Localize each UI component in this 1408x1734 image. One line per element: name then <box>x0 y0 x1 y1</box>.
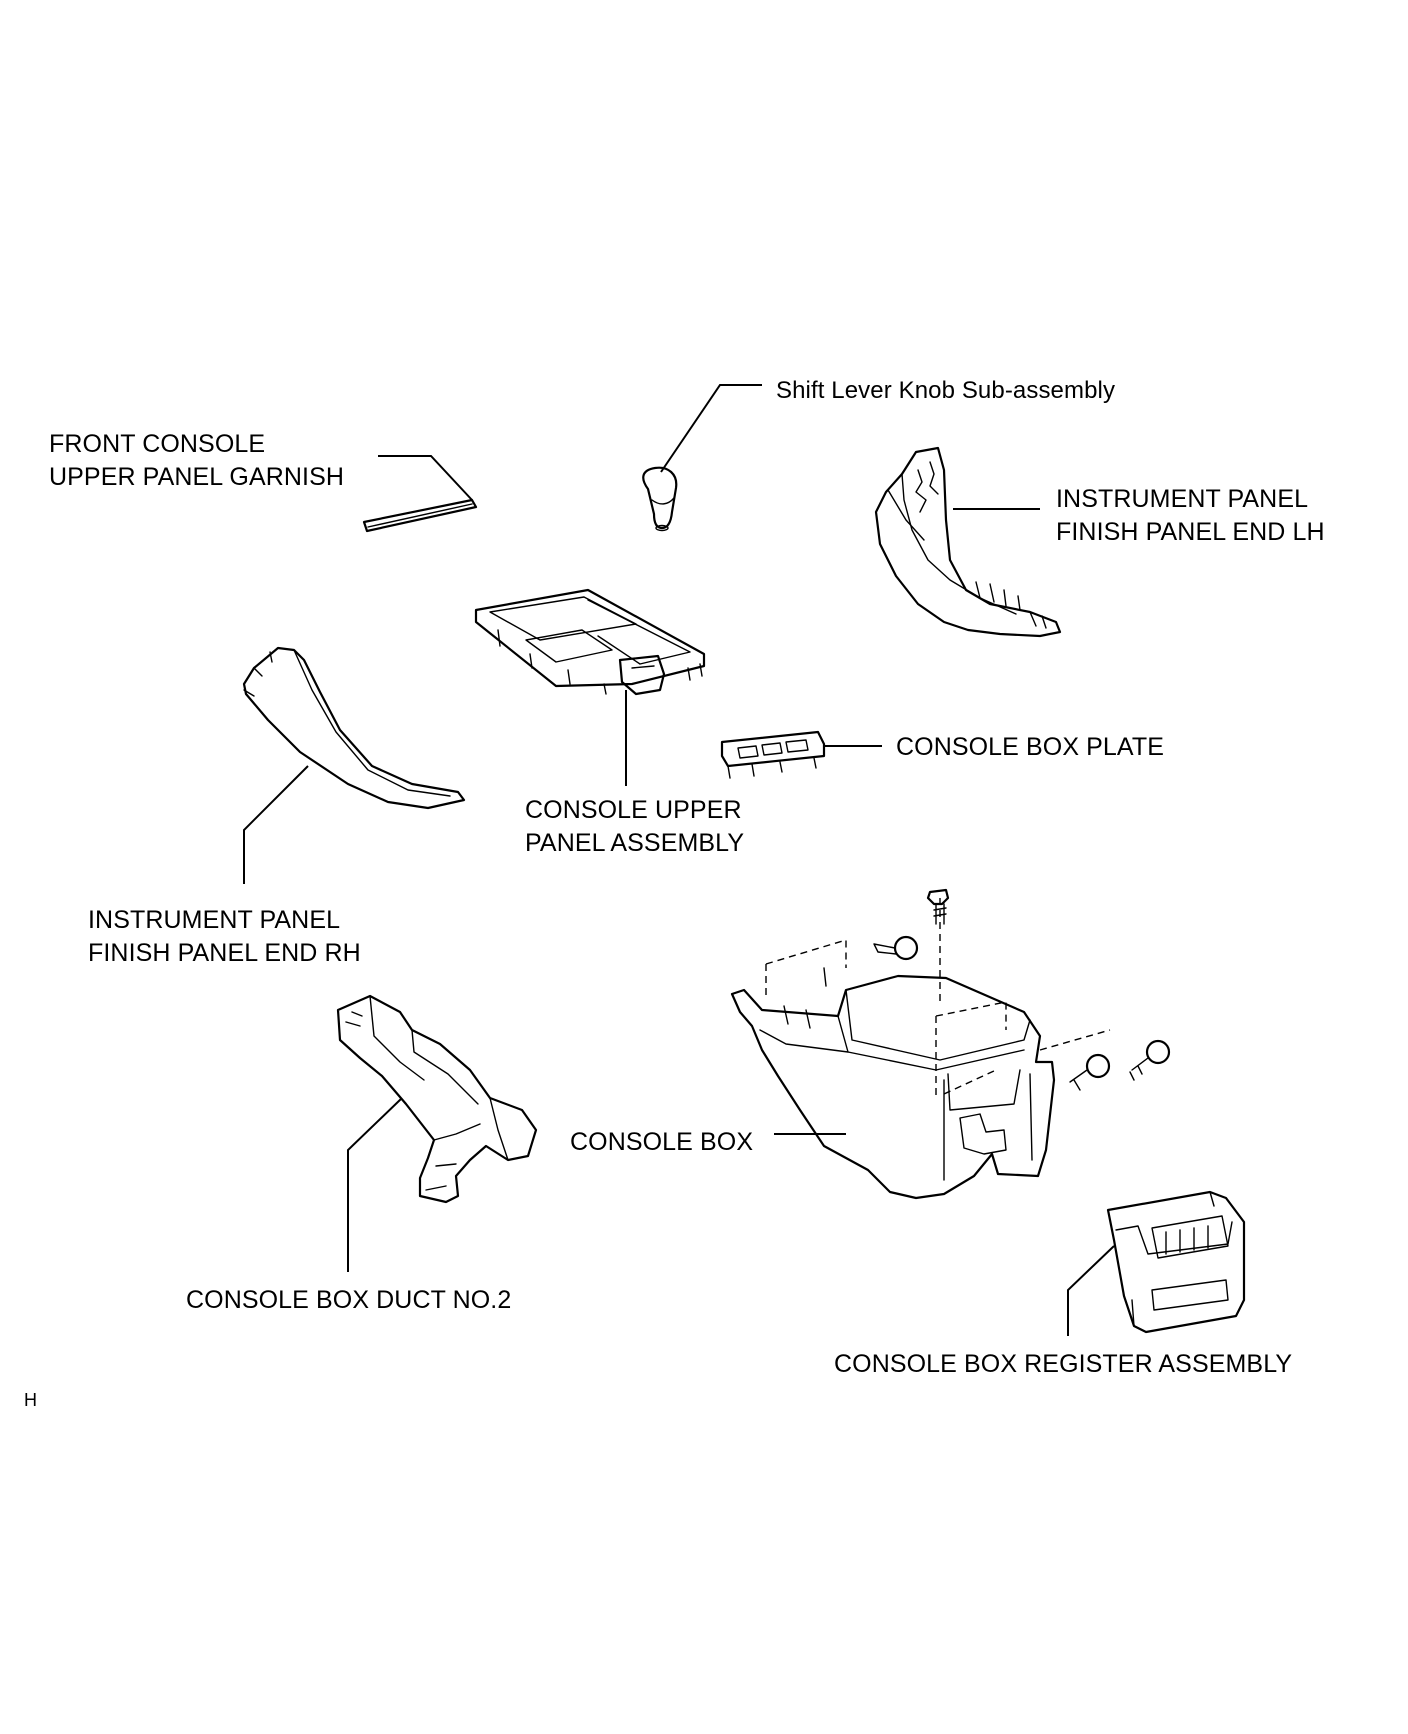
label-front-console-garnish-line1: FRONT CONSOLE <box>49 430 266 458</box>
label-console-box-plate: CONSOLE BOX PLATE <box>896 733 1164 761</box>
console-box-duct-drawing <box>336 994 538 1204</box>
label-shift-lever-knob: Shift Lever Knob Sub-assembly <box>776 377 1116 404</box>
bolt-top-drawing <box>926 888 950 925</box>
leader-shift-lever-knob <box>660 384 762 473</box>
leader-console-box-duct <box>347 1097 403 1272</box>
corner-code: H <box>24 1390 37 1410</box>
leader-front-console-garnish <box>378 455 473 501</box>
clip-left-drawing <box>873 935 919 961</box>
finish-panel-rh-drawing <box>242 646 466 810</box>
console-box-plate-drawing <box>720 730 826 779</box>
label-console-upper-panel-line2: PANEL ASSEMBLY <box>525 829 745 857</box>
bolt-right-2-drawing <box>1129 1039 1171 1081</box>
label-finish-panel-rh-line1: INSTRUMENT PANEL <box>88 906 341 934</box>
console-upper-panel-drawing <box>474 588 706 696</box>
label-finish-panel-lh-line1: INSTRUMENT PANEL <box>1056 485 1309 513</box>
label-front-console-garnish-line2: UPPER PANEL GARNISH <box>49 463 345 491</box>
console-box-drawing <box>730 898 1111 1200</box>
label-console-upper-panel-line1: CONSOLE UPPER <box>525 796 742 824</box>
label-finish-panel-lh-line2: FINISH PANEL END LH <box>1056 518 1325 546</box>
finish-panel-lh-drawing <box>874 446 1062 638</box>
label-console-box-duct: CONSOLE BOX DUCT NO.2 <box>186 1286 512 1314</box>
console-box-register-drawing <box>1106 1190 1246 1334</box>
leader-console-box-register <box>1067 1245 1115 1336</box>
front-console-garnish-drawing <box>362 498 478 533</box>
leader-finish-panel-rh <box>243 765 309 884</box>
label-console-box: CONSOLE BOX <box>570 1128 754 1156</box>
shift-lever-knob-drawing <box>642 466 678 532</box>
clip-right-1-drawing <box>1069 1053 1111 1091</box>
label-console-box-register: CONSOLE BOX REGISTER ASSEMBLY <box>834 1350 1293 1378</box>
label-finish-panel-rh-line2: FINISH PANEL END RH <box>88 939 361 967</box>
